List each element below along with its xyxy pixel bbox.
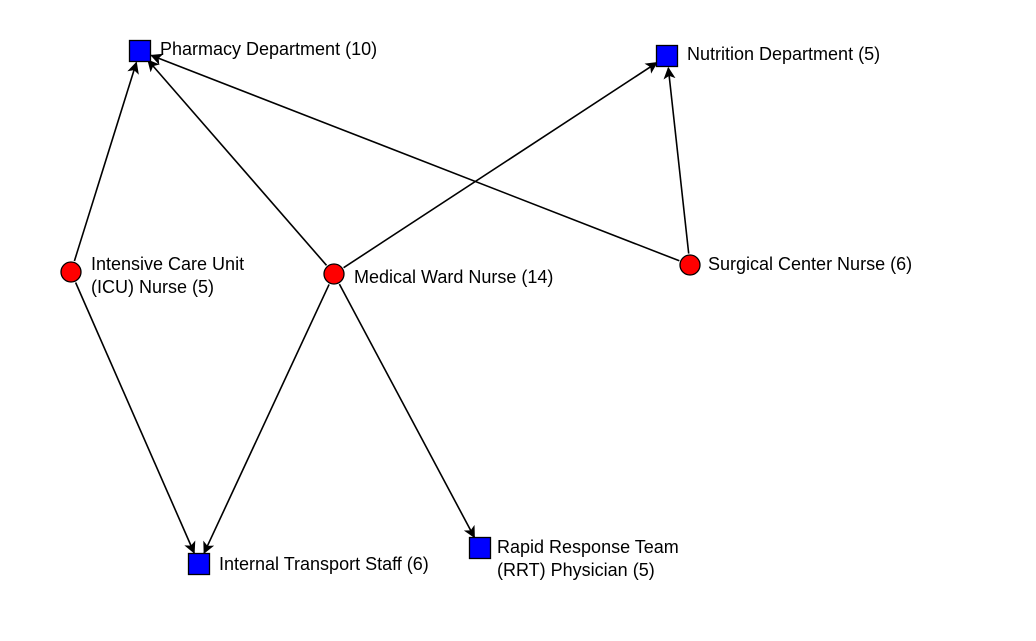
edge-medical-to-nutrition	[343, 61, 658, 269]
node-transport-square	[187, 552, 211, 576]
node-icu-circle	[60, 261, 82, 283]
edge-surgical-to-pharmacy	[150, 53, 680, 262]
node-pharmacy-square	[128, 39, 152, 63]
node-nutrition-square	[655, 44, 679, 68]
node-label-line: Intensive Care Unit	[91, 254, 244, 274]
node-label-medical: Medical Ward Nurse (14)	[354, 267, 553, 287]
node-label-icu: Intensive Care Unit (ICU) Nurse (5)	[91, 254, 244, 297]
node-medical-circle	[323, 263, 345, 285]
edges-layer	[73, 53, 690, 555]
edge-surgical-to-nutrition	[663, 66, 690, 254]
node-label-line: Internal Transport Staff (6)	[219, 554, 429, 574]
node-label-line: (RRT) Physician (5)	[497, 560, 655, 580]
node-label-line: (ICU) Nurse (5)	[91, 277, 214, 297]
node-label-transport: Internal Transport Staff (6)	[219, 554, 429, 574]
edge-medical-to-pharmacy	[147, 59, 328, 266]
node-label-line: Surgical Center Nurse (6)	[708, 254, 912, 274]
node-label-rrt: Rapid Response Team (RRT) Physician (5)	[497, 537, 679, 580]
edge-medical-to-rrt	[338, 283, 476, 539]
node-surgical-circle	[679, 254, 701, 276]
edge-icu-to-pharmacy	[73, 61, 139, 262]
node-label-line: Rapid Response Team	[497, 537, 679, 557]
node-label-line: Medical Ward Nurse (14)	[354, 267, 553, 287]
edge-icu-to-transport	[74, 282, 196, 554]
labels-layer: Pharmacy Department (10) Nutrition Depart…	[91, 39, 912, 580]
node-label-line: Pharmacy Department (10)	[160, 39, 377, 59]
node-label-pharmacy: Pharmacy Department (10)	[160, 39, 377, 59]
nodes-layer	[60, 39, 701, 576]
edge-medical-to-transport	[203, 284, 330, 555]
node-label-surgical: Surgical Center Nurse (6)	[708, 254, 912, 274]
node-label-line: Nutrition Department (5)	[687, 44, 880, 64]
node-rrt-square	[468, 536, 492, 560]
node-label-nutrition: Nutrition Department (5)	[687, 44, 880, 64]
